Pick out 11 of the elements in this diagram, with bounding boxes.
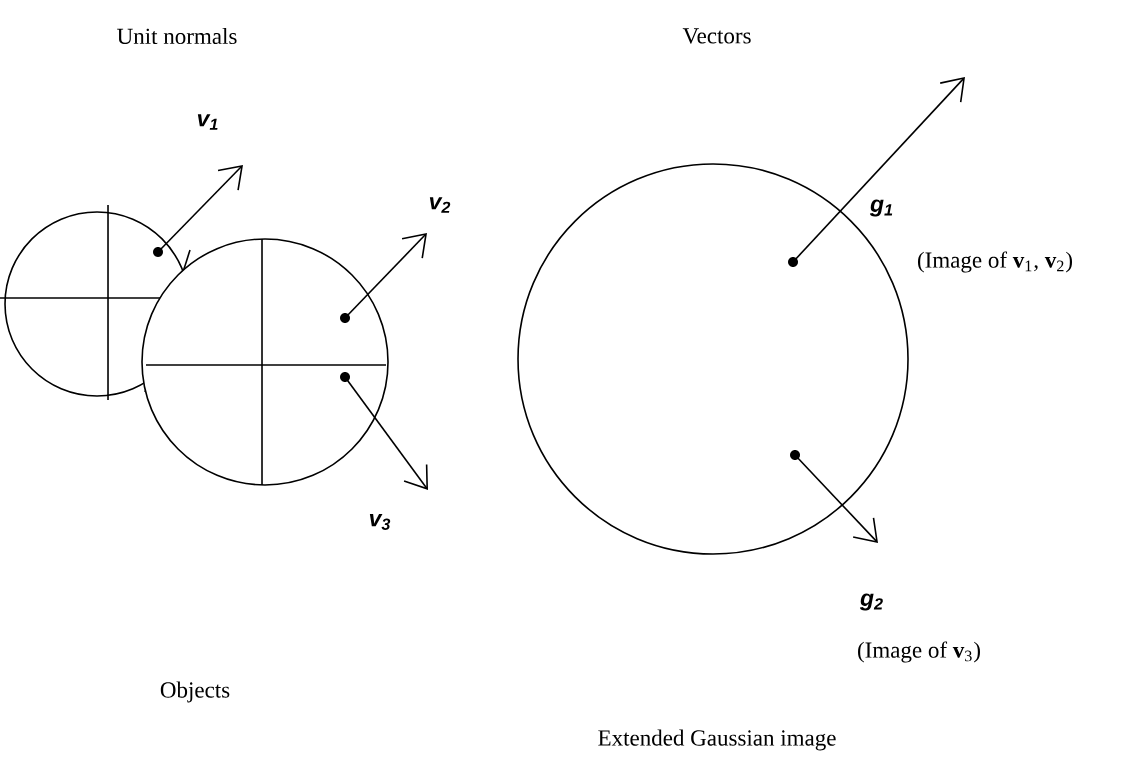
image-caption: (Image of v$_{3}$) <box>858 641 980 663</box>
vector-label: g$_{1}$ <box>869 199 893 217</box>
heading: Objects <box>160 681 230 703</box>
heading: Vectors <box>682 28 751 44</box>
vector-label: v$_{3}$ <box>369 514 391 530</box>
image-caption: (Image of v$_{1}$, v$_{2}$) <box>918 251 1072 273</box>
vector-label: v$_{2}$ <box>429 197 451 213</box>
heading: Extended Gaussian image <box>598 729 836 751</box>
vector-label: g$_{2}$ <box>859 593 883 611</box>
vector-label: v$_{1}$ <box>197 114 218 130</box>
heading: Unit normals <box>117 27 237 45</box>
